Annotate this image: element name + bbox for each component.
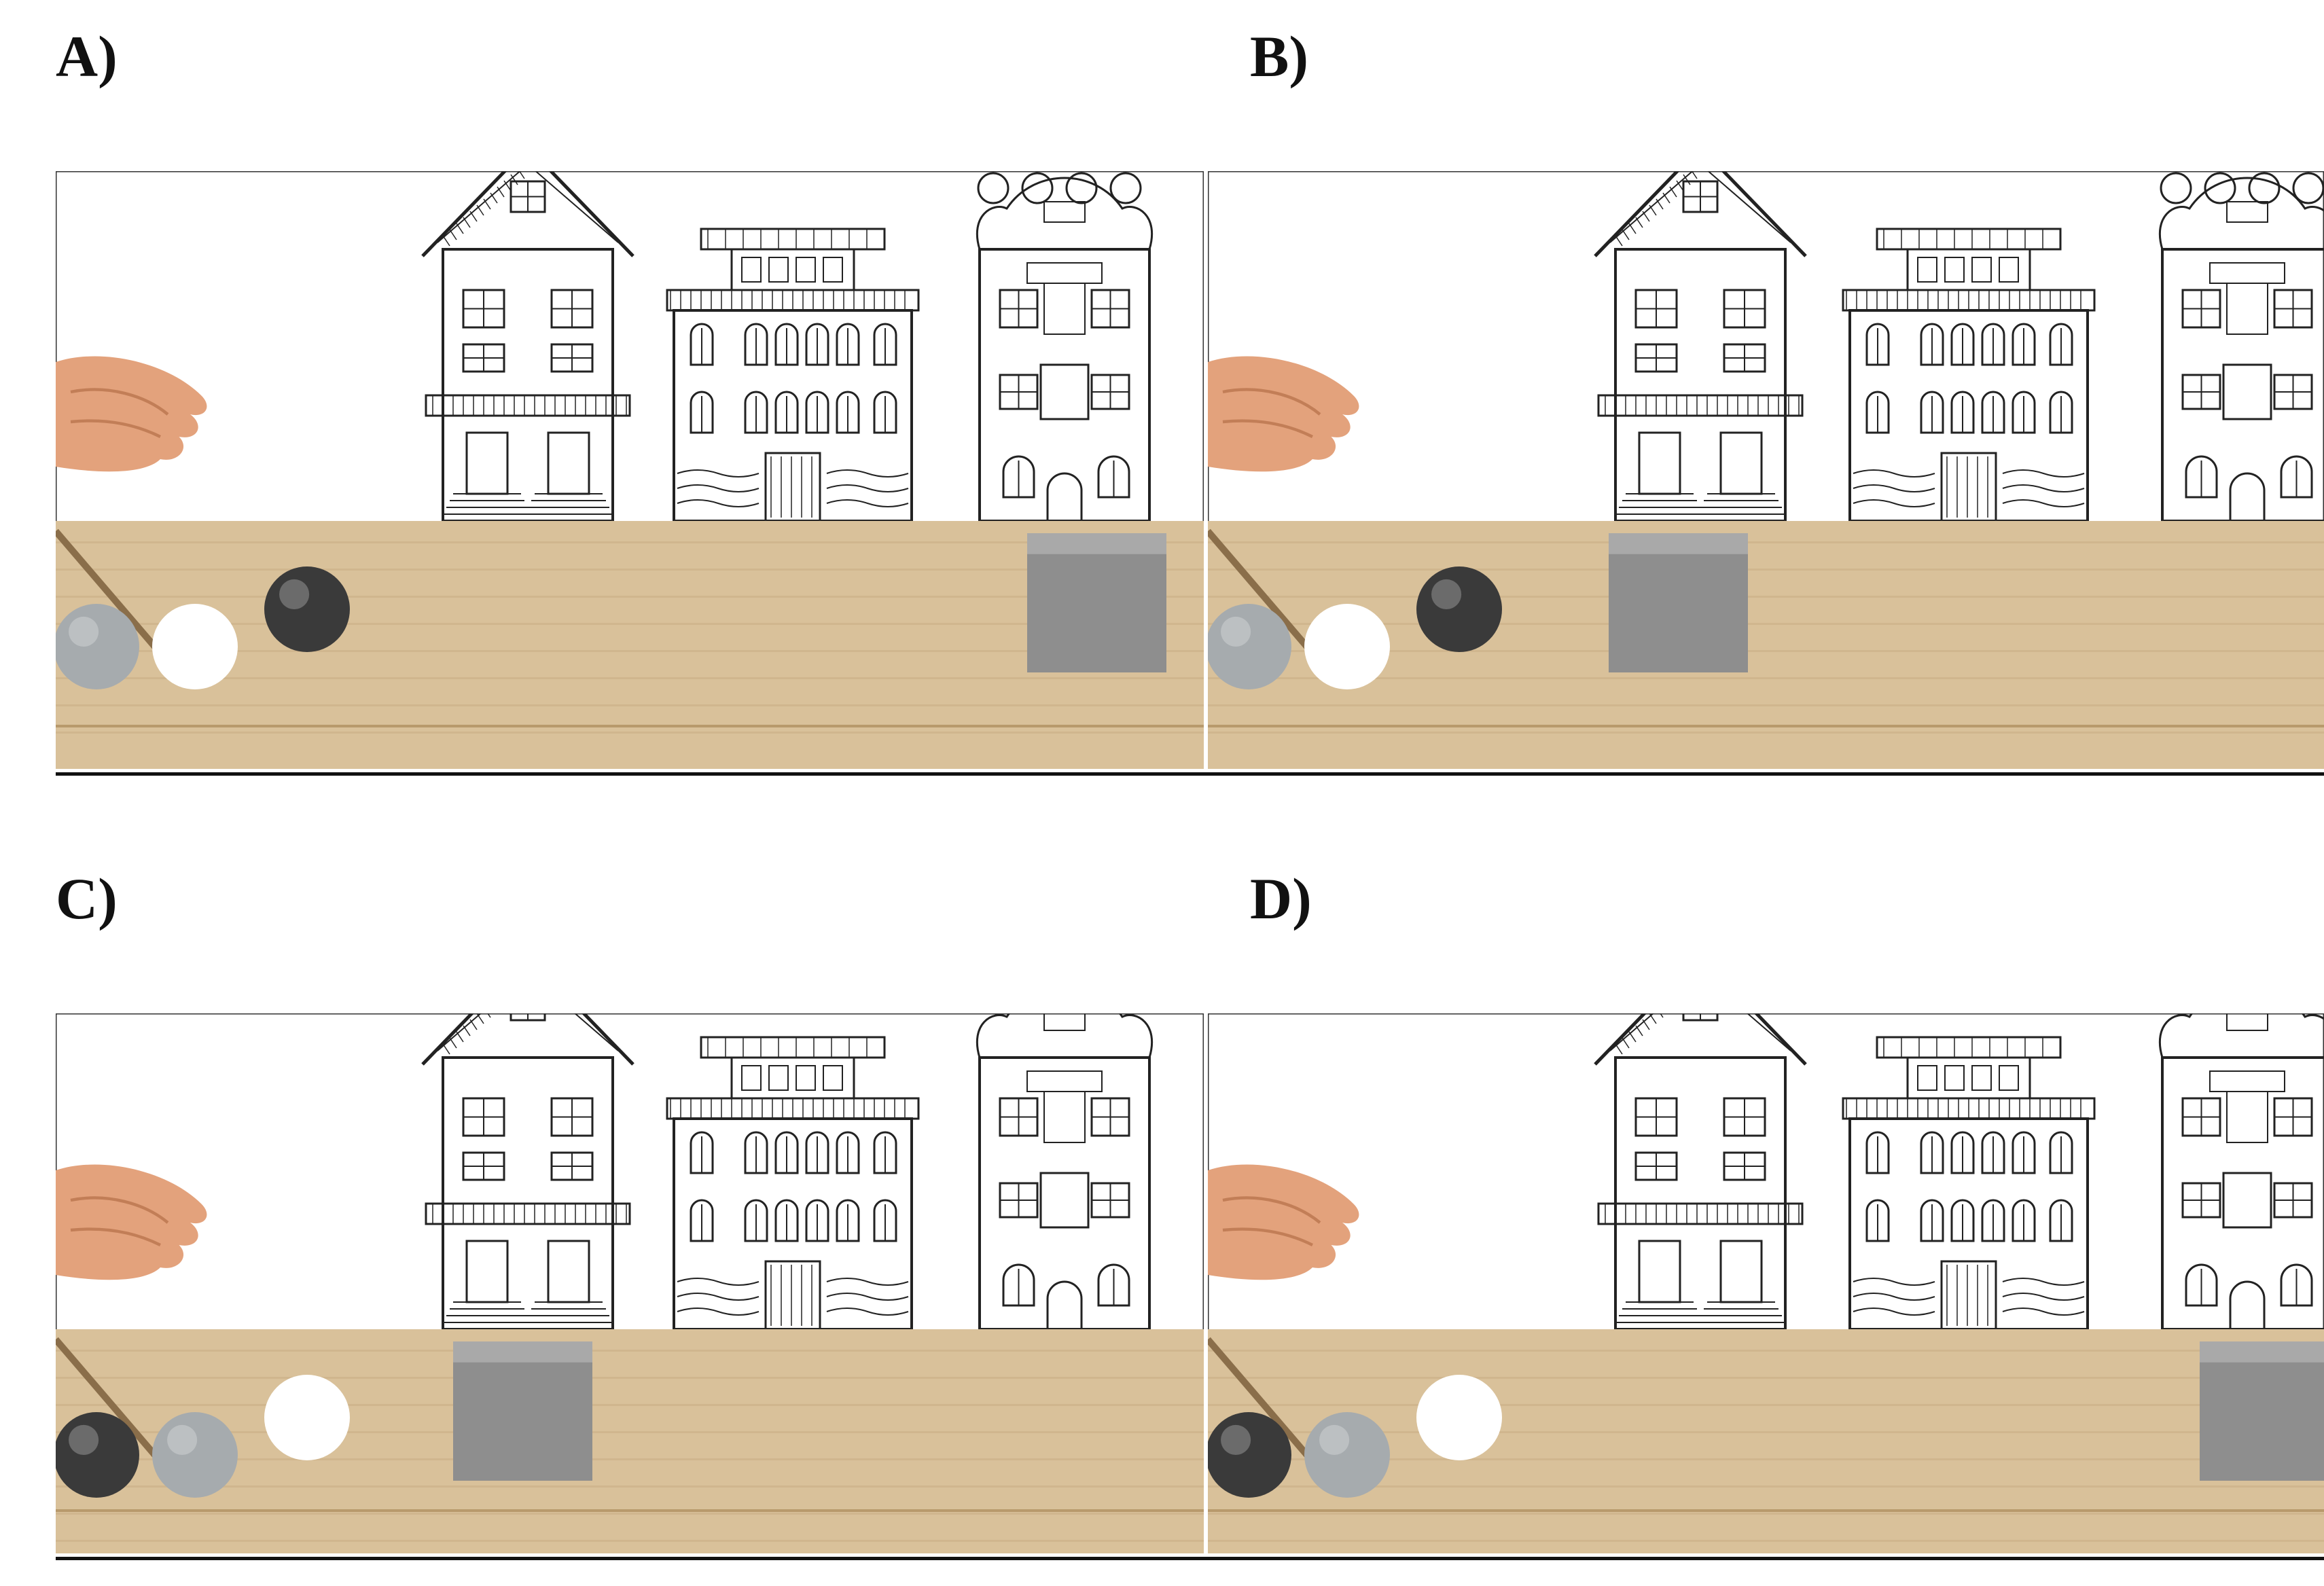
scene-image-c (56, 1013, 1204, 1553)
light-gray-ball (1304, 1412, 1390, 1498)
sketch-house-arched (666, 1036, 920, 1331)
white-ball (1416, 1375, 1502, 1460)
wooden-table (1208, 1329, 2324, 1553)
sketch-house-arched (1842, 228, 2096, 522)
wooden-table (56, 1329, 1204, 1553)
sketch-house-gabled (1594, 171, 1807, 522)
scene-image-d (1208, 1013, 2324, 1553)
sketch-house-arched (666, 228, 920, 522)
white-ball (1304, 604, 1390, 689)
sketch-house-ornate (2158, 1013, 2324, 1331)
hand (56, 1164, 207, 1280)
gray-cube (1027, 533, 1166, 672)
sketch-house-ornate (976, 172, 1154, 522)
panel-label-d: D) (1250, 866, 1312, 931)
sketch-house-ornate (976, 1013, 1154, 1331)
hand (1208, 1164, 1359, 1280)
dark-gray-ball (56, 1412, 139, 1498)
wooden-table (1208, 521, 2324, 769)
dark-gray-ball (1416, 566, 1502, 652)
white-ball (264, 1375, 350, 1460)
scene-image-a (56, 171, 1204, 769)
baseline-top (56, 772, 2324, 776)
baseline-bottom (56, 1557, 2324, 1560)
panel-label-b: B) (1250, 24, 1308, 89)
wooden-table (56, 521, 1204, 769)
panel-label-a: A) (56, 24, 118, 89)
white-ball (152, 604, 238, 689)
sketch-house-ornate (2158, 172, 2324, 522)
gray-cube (453, 1341, 592, 1481)
light-gray-ball (1208, 604, 1291, 689)
light-gray-ball (152, 1412, 238, 1498)
gray-cube (1609, 533, 1748, 672)
hand (1208, 356, 1359, 472)
hand (56, 356, 207, 472)
sketch-house-arched (1842, 1036, 2096, 1331)
sketch-house-gabled (421, 171, 634, 522)
gray-cube (2200, 1341, 2324, 1481)
dark-gray-ball (264, 566, 350, 652)
panel-label-c: C) (56, 866, 118, 931)
dark-gray-ball (1208, 1412, 1291, 1498)
light-gray-ball (56, 604, 139, 689)
scene-image-b (1208, 171, 2324, 769)
